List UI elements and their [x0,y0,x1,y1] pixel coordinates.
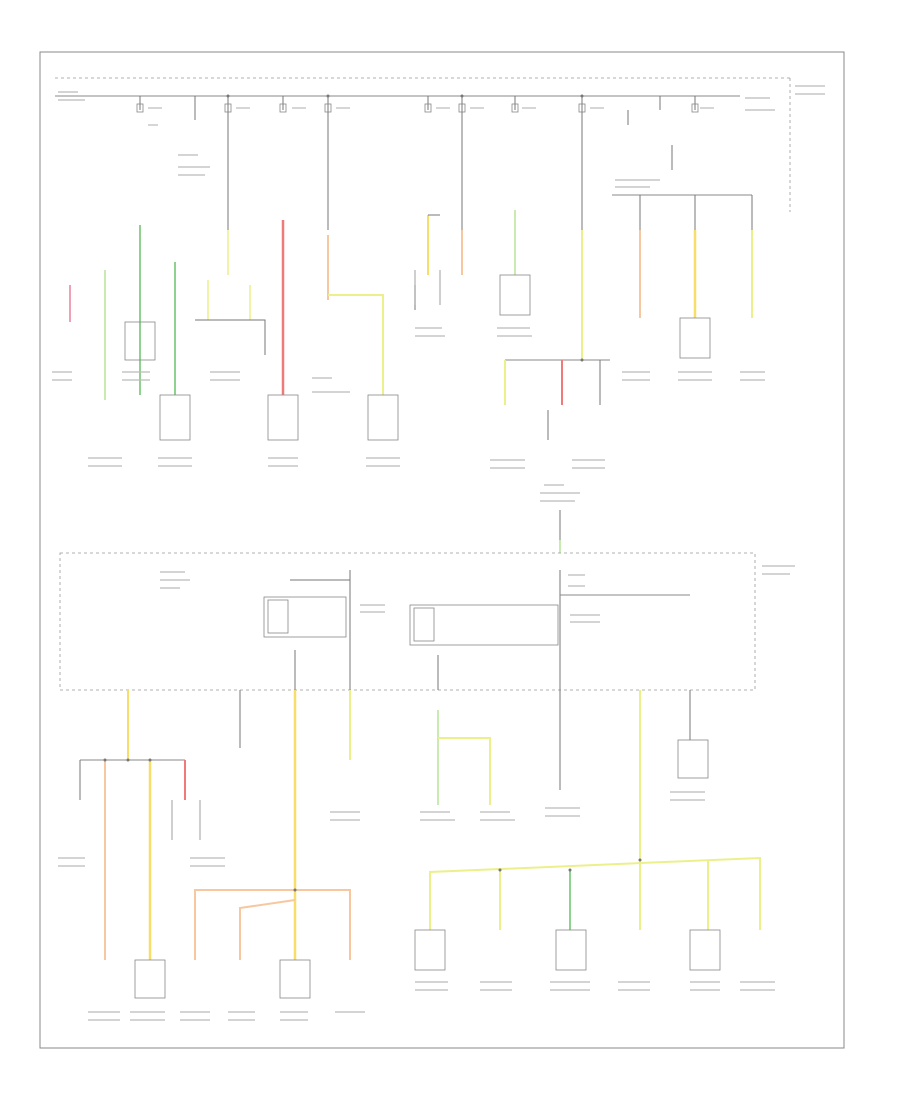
upper-fuse-block [55,77,791,230]
lower-fuse-block [59,552,756,691]
upper-label-marks [52,85,825,502]
lower-components [134,739,721,999]
upper-components [124,270,711,441]
fuse-taps [139,96,696,230]
bottom-label-marks [58,791,775,1021]
diagram-frame [39,51,845,1049]
fuse-glyphs [136,103,699,113]
lower-label-marks [160,565,795,623]
lower-wires [79,690,761,960]
upper-wires [69,210,753,400]
